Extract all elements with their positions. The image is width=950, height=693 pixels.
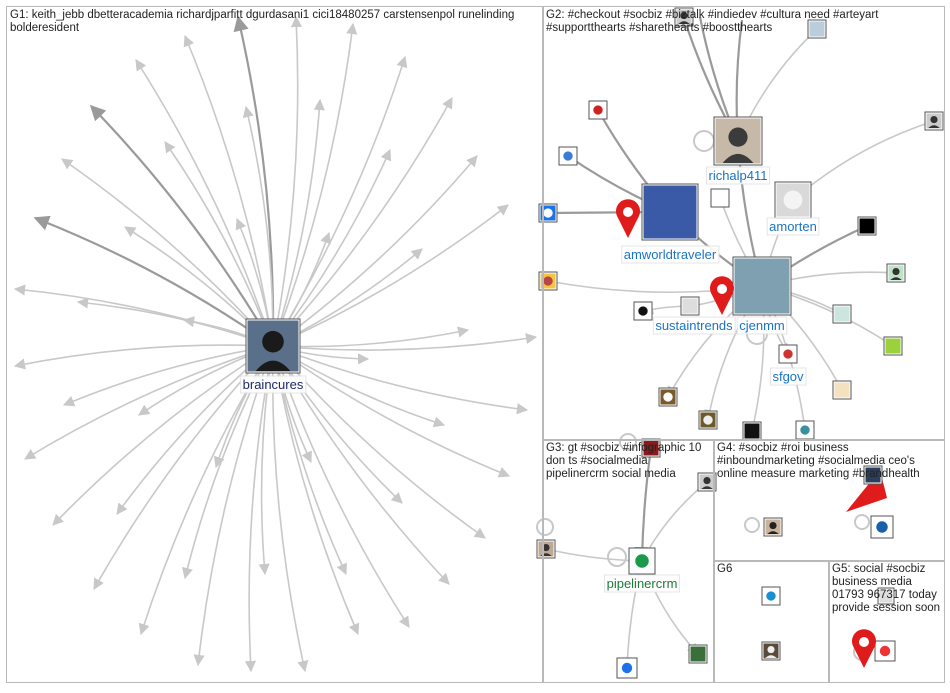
group-label-g1: G1: keith_jebb dbetteracademia richardjp…: [10, 9, 515, 34]
node-avatar[interactable]: [628, 547, 656, 575]
edge: [135, 59, 274, 347]
edge: [13, 344, 274, 370]
group-label-g5: G5: social #socbiz business media 01793 …: [832, 563, 941, 614]
edge: [89, 104, 274, 347]
node-avatar[interactable]: [886, 263, 906, 283]
group-box-g5: [828, 560, 945, 683]
group-label-g6: G6: [717, 563, 733, 575]
node-avatar[interactable]: [698, 410, 718, 430]
edge: [272, 22, 358, 347]
node-avatar[interactable]: [742, 421, 762, 441]
edge: [272, 345, 529, 415]
group-box-g2: [542, 6, 945, 441]
node-label-sfgov: sfgov: [772, 369, 804, 384]
edge: [258, 345, 274, 576]
node-avatar[interactable]: [761, 641, 781, 661]
location-pin-icon: [710, 276, 734, 315]
node-avatar[interactable]: [774, 181, 812, 219]
node-avatar[interactable]: [633, 301, 653, 321]
location-pin-icon: [616, 199, 640, 238]
node-avatar[interactable]: [778, 344, 798, 364]
edge: [272, 345, 511, 478]
node-label-pipelinercrm: pipelinercrm: [607, 576, 678, 591]
group-label-g4: G4: #socbiz #roi business #inboundmarket…: [717, 442, 920, 480]
self-loop-edge: [619, 433, 637, 451]
node-avatar[interactable]: [688, 644, 708, 664]
node-avatar[interactable]: [710, 188, 730, 208]
node-avatar[interactable]: [832, 304, 852, 324]
self-loop-edge: [744, 517, 760, 533]
node-avatar[interactable]: [588, 100, 608, 120]
node-label-cjenmm: cjenmm: [739, 318, 785, 333]
group-box-g6: [713, 560, 830, 683]
group-box-g1: [6, 6, 544, 683]
node-avatar[interactable]: [697, 472, 717, 492]
node-avatar[interactable]: [674, 7, 694, 27]
edge: [242, 105, 274, 347]
nodes-layer: [245, 7, 944, 679]
edge: [33, 215, 274, 347]
edge: [272, 155, 478, 347]
edge: [272, 97, 453, 347]
node-avatar[interactable]: [883, 336, 903, 356]
labels-layer: braincures richalp411 amorten amworldtravel…: [240, 166, 820, 593]
edge: [93, 345, 274, 590]
node-avatar[interactable]: [641, 183, 699, 241]
node-label-sustaintrends: sustaintrends: [655, 318, 733, 333]
group-label-g2: G2: #checkout #socbiz #biztalk #indiedev…: [546, 9, 879, 34]
node-avatar[interactable]: [870, 515, 894, 539]
node-avatar[interactable]: [795, 420, 815, 440]
node-avatar[interactable]: [874, 640, 896, 662]
node-avatar[interactable]: [924, 111, 944, 131]
self-loop-edge: [536, 518, 554, 536]
edge: [24, 345, 274, 460]
edge: [181, 345, 274, 580]
node-avatar[interactable]: [807, 19, 827, 39]
node-avatar[interactable]: [558, 146, 578, 166]
node-label-amorten: amorten: [769, 219, 817, 234]
edge: [272, 15, 303, 347]
node-avatar[interactable]: [877, 587, 895, 605]
node-label-richalp411: richalp411: [708, 168, 767, 183]
node-avatar[interactable]: [763, 517, 783, 537]
node-avatar[interactable]: [713, 116, 763, 166]
self-loop-edge: [607, 547, 627, 567]
group-label-g3: G3: gt #socbiz #infographic 10 don ts #s…: [546, 442, 702, 480]
node-avatar[interactable]: [857, 216, 877, 236]
node-avatar[interactable]: [832, 380, 852, 400]
node-avatar[interactable]: [863, 465, 883, 485]
edge: [272, 204, 509, 347]
node-avatar[interactable]: [680, 296, 700, 316]
edge: [272, 333, 538, 351]
edge: [272, 98, 325, 347]
edge: [183, 34, 274, 347]
node-avatar[interactable]: [761, 586, 781, 606]
node-label-braincures: braincures: [243, 377, 304, 392]
self-loop-edge: [854, 514, 870, 530]
edge: [52, 345, 274, 526]
node-avatar[interactable]: [616, 657, 638, 679]
node-avatar[interactable]: [658, 387, 678, 407]
node-avatar[interactable]: [245, 318, 301, 374]
node-avatar[interactable]: [732, 256, 792, 316]
location-pin-icon: [852, 629, 876, 668]
node-label-amworldtraveler: amworldtraveler: [624, 247, 717, 262]
